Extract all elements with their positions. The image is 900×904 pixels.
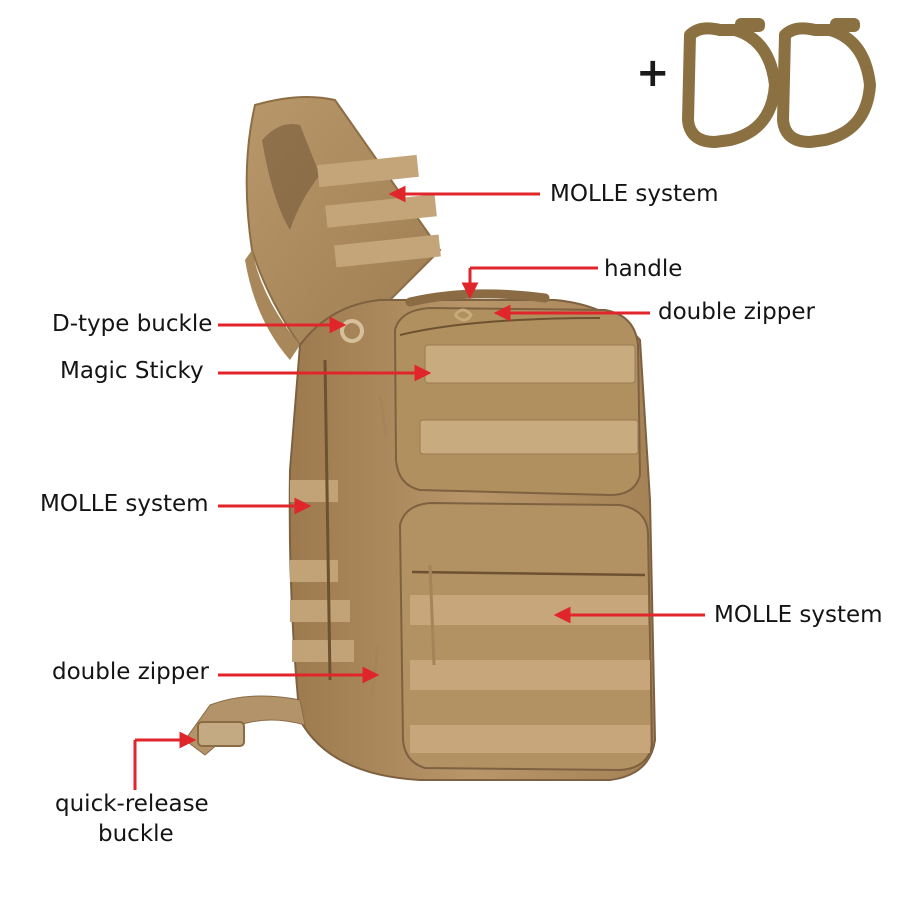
label-quick-release-line2: buckle [98,821,174,847]
lower-pouch [398,501,654,772]
label-double-zipper-bottom: double zipper [52,659,209,685]
label-handle: handle [604,256,683,282]
label-molle-system-top: MOLLE system [550,181,719,207]
label-molle-system-left: MOLLE system [40,491,209,517]
label-quick-release-line1: quick-release [55,791,209,817]
callout-arrows [133,185,705,790]
lower-strap-buckle [184,695,306,756]
label-d-type-buckle: D-type buckle [52,311,213,337]
plus-symbol: + [636,50,670,96]
handle-and-zippers [340,289,550,696]
d-ring-carabiner-icon [682,18,781,148]
label-double-zipper-top: double zipper [658,299,815,325]
d-ring-carabiner-icon [777,18,876,148]
label-magic-sticky: Magic Sticky [60,358,204,384]
label-molle-system-right: MOLLE system [714,602,883,628]
top-pouch [393,306,642,497]
shoulder-strap [245,95,442,360]
